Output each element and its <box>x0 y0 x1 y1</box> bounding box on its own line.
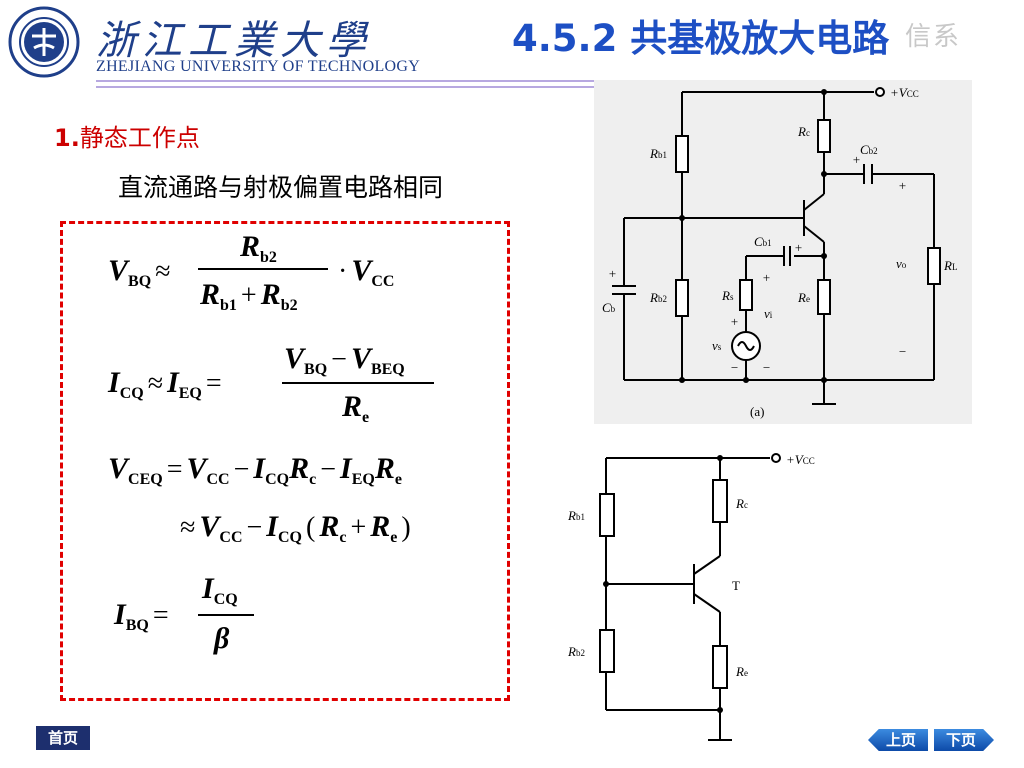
plus-cb2: + <box>852 152 861 167</box>
label-rb2-b: Rb2 <box>567 644 585 659</box>
formula-ibq-lhs: IBQ= <box>114 598 169 634</box>
label-vi: vi <box>764 306 773 321</box>
formula-vceq: VCEQ=VCC−ICQRc−IEQRe <box>108 452 402 488</box>
formula-vbq-lhs: VBQ≈ <box>108 254 171 290</box>
label-cb1: Cb1 <box>754 234 772 249</box>
label-rc: Rc <box>797 124 810 139</box>
plus-vs: + <box>730 314 739 329</box>
formula-box <box>60 221 510 701</box>
label-rs: Rs <box>721 288 734 303</box>
formula-vbq-fraction-bar <box>198 268 328 270</box>
watermark-text: 信系 <box>905 22 962 52</box>
circuit-diagram-b: +VCC Rb1 Rb2 Rc Re T <box>567 452 815 741</box>
minus-vs: − <box>730 360 739 375</box>
formula-ibq-fraction-bar <box>198 614 254 616</box>
next-page-button[interactable]: 下页 <box>934 729 994 751</box>
label-re-b: Re <box>735 664 748 679</box>
label-vcc: +VCC <box>890 85 919 100</box>
formula-vbq-denominator: Rb1+Rb2 <box>200 278 298 314</box>
formula-icq-numerator: VBQ−VBEQ <box>284 342 405 378</box>
minus-vo: − <box>898 344 907 359</box>
header-divider <box>96 80 926 82</box>
prev-page-button[interactable]: 上页 <box>868 729 928 751</box>
formula-vbq-numerator: Rb2 <box>240 230 277 266</box>
formula-icq-denominator: Re <box>342 390 370 426</box>
formula-icq-fraction-bar <box>282 382 434 384</box>
section-heading: 1.静态工作点 <box>54 118 200 153</box>
label-vcc-b: +VCC <box>786 452 815 467</box>
label-rb1: Rb1 <box>649 146 667 161</box>
caption-a: (a) <box>750 404 764 419</box>
formula-vceq-approx: ≈VCC−ICQ(Rc+Re) <box>180 510 411 546</box>
formula-vbq-tail: ·VCC <box>338 254 395 290</box>
label-rb2: Rb2 <box>649 290 667 305</box>
plus-cb1: + <box>794 240 803 255</box>
label-vs: vs <box>712 338 722 353</box>
formula-ibq-denominator: β <box>214 622 230 655</box>
label-rb1-b: Rb1 <box>567 508 585 523</box>
label-cb2: Cb2 <box>860 142 878 157</box>
label-re: Re <box>797 290 810 305</box>
formula-icq-lhs: ICQ≈IEQ= <box>108 366 222 402</box>
section-heading-text: 静态工作点 <box>79 124 200 152</box>
plus-cb: + <box>608 266 617 281</box>
header-divider-2 <box>96 86 926 88</box>
university-logo-chinese: 浙江工業大學 <box>96 18 372 64</box>
university-seal-icon <box>8 6 80 78</box>
section-number: 1. <box>54 124 80 152</box>
label-vo: vo <box>896 256 907 271</box>
label-transistor-b: T <box>732 578 740 593</box>
circuit-diagram-a: +VCC Rb1 Rb2 Rc Re Rs RL Cb Cb1 Cb2 vi v… <box>594 80 972 424</box>
formula-ibq-numerator: ICQ <box>202 572 238 608</box>
section-subtitle: 直流通路与射极偏置电路相同 <box>118 173 444 202</box>
university-logo-english: ZHEJIANG UNIVERSITY OF TECHNOLOGY <box>96 58 421 75</box>
plus-vo: + <box>898 178 907 193</box>
label-rc-b: Rc <box>735 496 748 511</box>
page-title: 4.5.2 共基极放大电路 <box>512 17 890 60</box>
home-button[interactable]: 首页 <box>36 726 90 750</box>
label-cb: Cb <box>602 300 616 315</box>
plus-vi: + <box>762 270 771 285</box>
label-rl: RL <box>943 258 957 273</box>
minus-vi: − <box>762 360 771 375</box>
